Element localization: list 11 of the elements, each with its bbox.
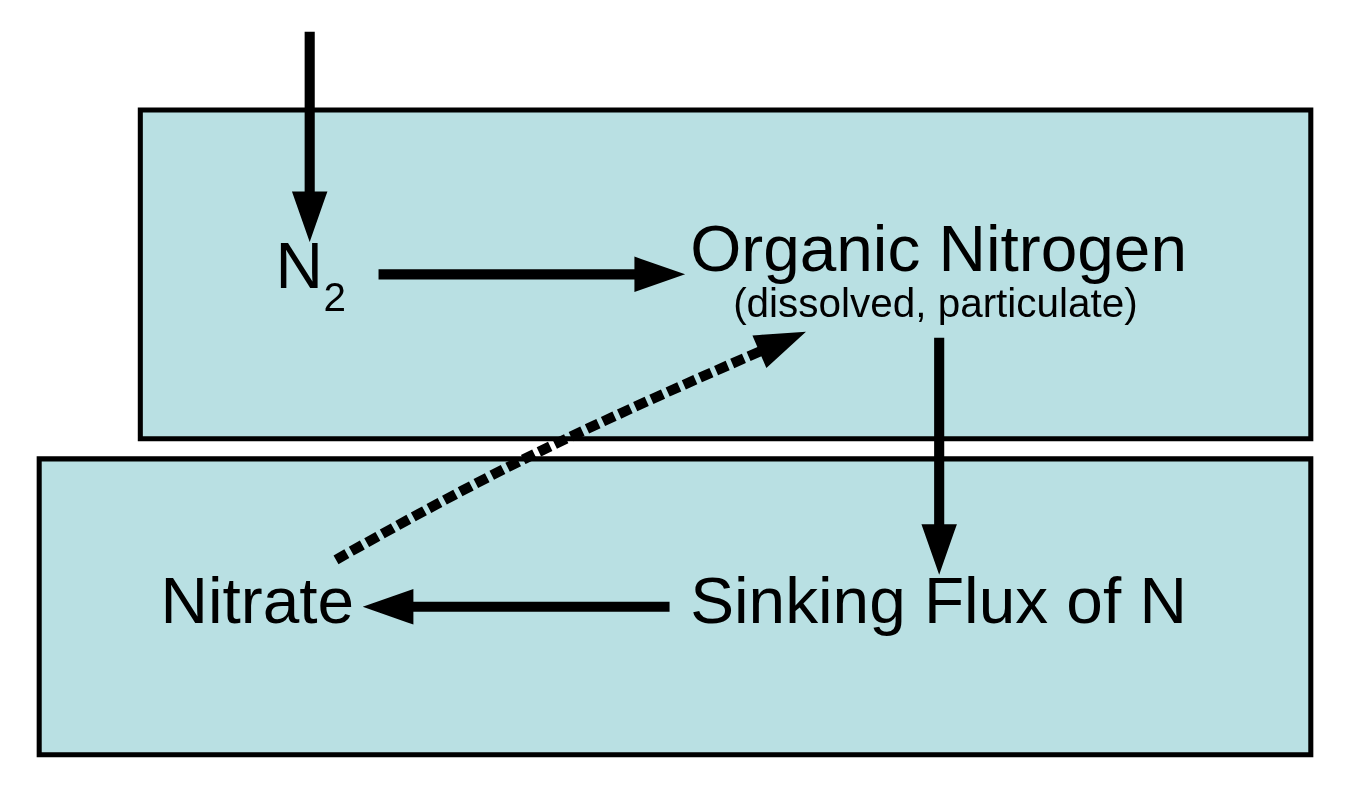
arrow	[333, 331, 806, 564]
node-text: N$_{2}$	[275, 228, 347, 320]
node-text: Sinking Flux of N	[690, 563, 1187, 637]
arrow	[921, 337, 957, 575]
node-text: Organic Nitrogen (dissolved, particulate)	[690, 211, 1187, 326]
cluster	[36, 455, 1314, 757]
arrow	[291, 31, 328, 242]
arrow	[378, 256, 686, 292]
cluster	[137, 107, 1314, 441]
arrow	[362, 588, 670, 624]
node-text: Nitrate	[160, 563, 355, 637]
